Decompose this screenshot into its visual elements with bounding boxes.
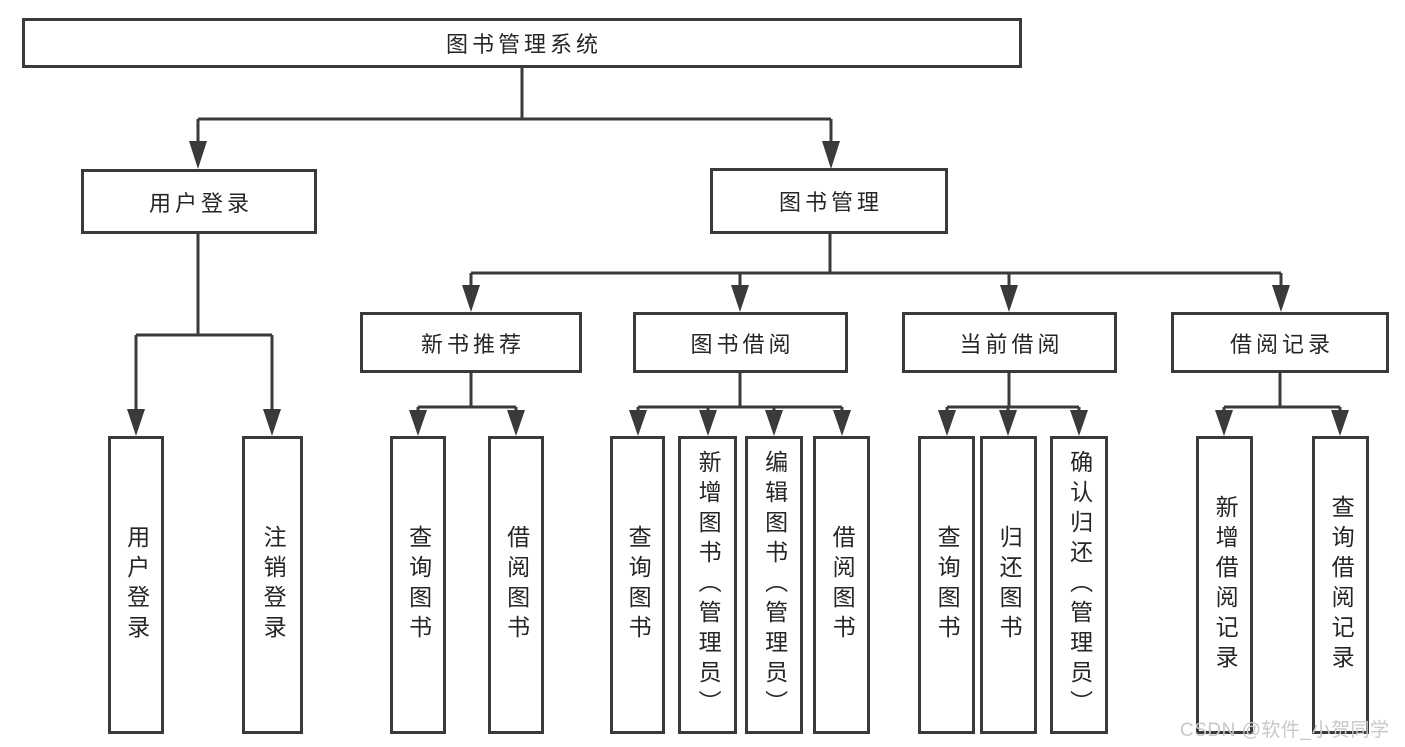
leaf-confirm-return-admin-label: 确认归还（管理员） [1066, 450, 1093, 720]
arrowhead [999, 410, 1017, 436]
connector-book-mgmt-to-level3 [469, 234, 1283, 288]
leaf-user-login-label: 用户登录 [123, 525, 150, 645]
leaf-return-book-label: 归还图书 [996, 525, 1023, 645]
csdn-watermark: CSDN @软件_小贺同学 [1180, 720, 1390, 741]
node-new-book-recommend-label: 新书推荐 [420, 331, 525, 357]
node-library-system-label: 图书管理系统 [445, 32, 602, 57]
leaf-borrow-books-label: 借阅图书 [829, 525, 856, 645]
arrowhead [765, 410, 783, 436]
node-book-management-label: 图书管理 [778, 190, 883, 215]
connector-book-borrow [636, 373, 844, 414]
leaf-query-borrow-record: 查询借阅记录 [1312, 436, 1369, 734]
arrowhead [699, 410, 717, 436]
node-book-borrow-label: 图书借阅 [690, 331, 795, 357]
leaf-add-borrow-record: 新增借阅记录 [1196, 436, 1253, 734]
arrowhead [409, 410, 427, 436]
arrowhead [1331, 410, 1349, 436]
arrowhead [1215, 410, 1233, 436]
leaf-confirm-return-admin: 确认归还（管理员） [1050, 436, 1108, 734]
connector-current-borrow [945, 373, 1081, 414]
leaf-logout: 注销登录 [242, 436, 303, 734]
node-library-system: 图书管理系统 [22, 18, 1022, 68]
arrowhead [822, 141, 840, 169]
arrowhead [263, 409, 281, 436]
leaf-query-books-current: 查询图书 [918, 436, 975, 734]
arrowhead [189, 141, 207, 169]
connector-borrow-records [1222, 373, 1342, 414]
arrowhead [462, 285, 480, 312]
arrowhead [127, 409, 145, 436]
leaf-query-books-recommend: 查询图书 [390, 436, 446, 734]
arrowhead [833, 410, 851, 436]
node-borrow-records: 借阅记录 [1171, 312, 1389, 373]
leaf-borrow-books: 借阅图书 [813, 436, 870, 734]
connector-user-login-to-leaves [134, 234, 274, 412]
node-current-borrow: 当前借阅 [902, 312, 1117, 373]
arrowhead [629, 410, 647, 436]
leaf-borrow-books-recommend-label: 借阅图书 [503, 525, 530, 645]
arrowhead [938, 410, 956, 436]
arrowhead [731, 285, 749, 312]
arrowhead [1272, 285, 1290, 312]
leaf-borrow-books-recommend: 借阅图书 [488, 436, 544, 734]
arrowhead [1000, 285, 1018, 312]
leaf-return-book: 归还图书 [980, 436, 1037, 734]
leaf-add-book-admin-label: 新增图书（管理员） [695, 450, 722, 720]
leaf-query-books-recommend-label: 查询图书 [405, 525, 432, 645]
leaf-add-book-admin: 新增图书（管理员） [678, 436, 737, 734]
leaf-user-login: 用户登录 [108, 436, 164, 734]
arrowheads [127, 141, 1349, 436]
leaf-edit-book-admin: 编辑图书（管理员） [745, 436, 803, 734]
leaf-query-books-current-label: 查询图书 [934, 525, 961, 645]
node-borrow-records-label: 借阅记录 [1229, 331, 1334, 357]
node-user-login: 用户登录 [81, 169, 317, 234]
node-user-login-label: 用户登录 [148, 190, 253, 216]
arrowhead [507, 410, 525, 436]
node-book-management: 图书管理 [710, 168, 948, 234]
node-current-borrow-label: 当前借阅 [959, 331, 1064, 357]
node-book-borrow: 图书借阅 [633, 312, 848, 373]
leaf-query-books-borrow-label: 查询图书 [625, 525, 652, 645]
arrowhead [1070, 410, 1088, 436]
leaf-logout-label: 注销登录 [260, 525, 287, 645]
leaf-query-borrow-record-label: 查询借阅记录 [1328, 495, 1355, 675]
node-new-book-recommend: 新书推荐 [360, 312, 582, 373]
leaf-add-borrow-record-label: 新增借阅记录 [1212, 495, 1239, 675]
leaf-edit-book-admin-label: 编辑图书（管理员） [761, 450, 788, 720]
leaf-query-books-borrow: 查询图书 [610, 436, 665, 734]
connector-new-book-recommend [416, 373, 518, 414]
connector-root-to-level2 [196, 68, 833, 142]
